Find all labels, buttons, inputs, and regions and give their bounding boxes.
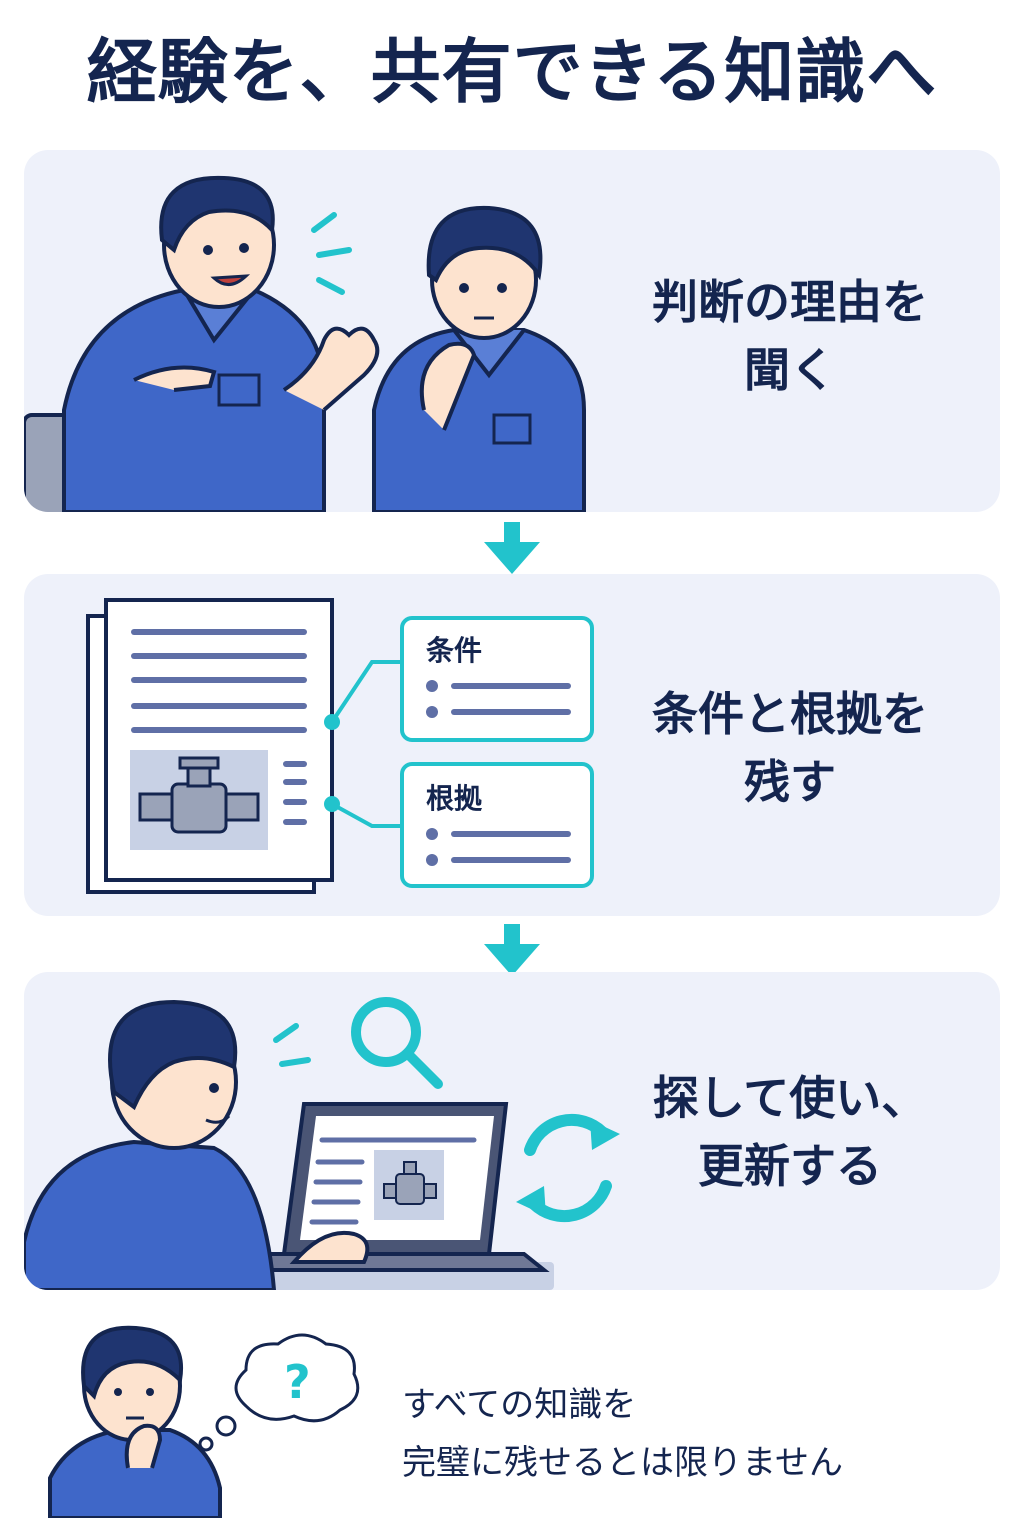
step-label-line1: 条件と根拠を <box>652 687 928 741</box>
worker-laptop-illustration <box>24 997 620 1290</box>
step-label-ask: 判断の理由を 聞く <box>580 268 1000 404</box>
valve-icon <box>138 756 260 834</box>
step-label-line1: 判断の理由を <box>652 275 928 329</box>
step-label-reuse: 探して使い、 更新する <box>580 1064 1000 1200</box>
step-label-line1: 探して使い、 <box>652 1071 928 1125</box>
down-arrow-icon <box>484 522 540 574</box>
magnifier-icon <box>351 997 443 1089</box>
step-label-line2: 聞く <box>744 343 836 397</box>
workers-talking-illustration <box>24 175 586 512</box>
caveat-note: すべての知識を 完璧に残せるとは限りません <box>402 1376 843 1492</box>
step-panel-ask: 判断の理由を 聞く <box>24 150 1000 512</box>
step-label-line2: 更新する <box>698 1139 882 1193</box>
card-label-evidence: 根拠 <box>426 782 483 815</box>
thinking-worker-illustration: ? <box>48 1325 360 1518</box>
step-panel-record: 条件 根拠 条件と根拠を 残す <box>24 574 1000 916</box>
caveat-line1: すべての知識を <box>402 1385 637 1425</box>
page-title: 経験を、共有できる知識へ <box>86 31 938 113</box>
step-label-record: 条件と根拠を 残す <box>580 680 1000 816</box>
down-arrow-icon <box>484 924 540 976</box>
step-panel-reuse: 探して使い、 更新する <box>24 972 1000 1290</box>
caveat-line2: 完璧に残せるとは限りません <box>402 1443 843 1483</box>
question-icon: ? <box>284 1355 311 1409</box>
step-label-line2: 残す <box>744 755 836 809</box>
document-illustration: 条件 根拠 <box>86 598 594 894</box>
card-label-conditions: 条件 <box>426 634 482 667</box>
